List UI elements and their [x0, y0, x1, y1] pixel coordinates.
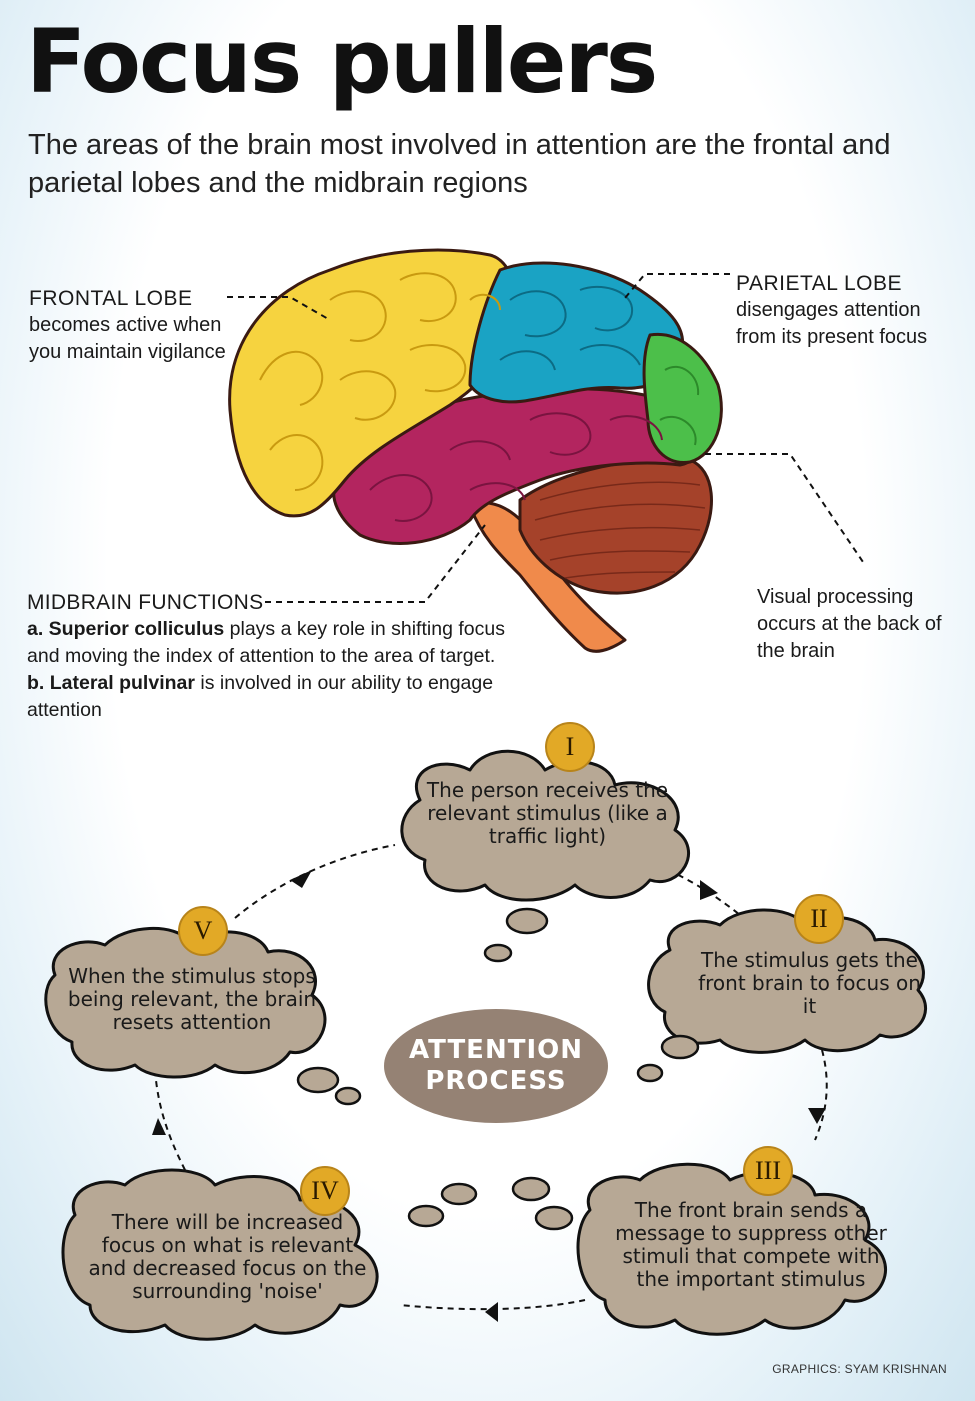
arrow-5-to-1	[234, 844, 396, 919]
parietal-lobe-label: PARIETAL LOBE disengages attention from …	[736, 270, 966, 351]
parietal-lobe-heading: PARIETAL LOBE	[736, 272, 902, 295]
cloud-step-5	[44, 926, 327, 1079]
page-subtitle: The areas of the brain most involved in …	[28, 129, 891, 199]
frontal-lobe-heading: FRONTAL LOBE	[29, 287, 193, 310]
bubble	[660, 1034, 700, 1060]
parietal-region	[468, 261, 685, 404]
leader-midbrain	[265, 524, 486, 603]
step-5-text: When the stimulus stops being relevant, …	[67, 964, 317, 1034]
attention-process-label: ATTENTION PROCESS	[384, 1012, 608, 1120]
step-2-numeral-badge: II	[794, 894, 844, 944]
step-1-text: The person receives the relevant stimulu…	[426, 778, 669, 848]
superior-colliculus-term: a. Superior colliculus	[27, 618, 225, 640]
cloud-step-1	[400, 749, 690, 902]
bubble	[636, 1063, 664, 1083]
bubble	[511, 1176, 551, 1202]
step-4-text: There will be increased focus on what is…	[88, 1210, 367, 1303]
lateral-pulvinar-term: b. Lateral pulvinar	[27, 672, 195, 694]
arrowhead-1	[700, 880, 718, 900]
graphics-credit: GRAPHICS: SYAM KRISHNAN	[772, 1362, 947, 1376]
arrowhead-2	[808, 1108, 826, 1124]
arrowheads	[152, 870, 826, 1322]
cloud-step-4	[61, 1168, 379, 1341]
bubble	[534, 1205, 574, 1231]
cloud-shapes	[44, 749, 927, 1341]
bubble	[296, 1066, 340, 1094]
thought-bubbles	[296, 907, 700, 1231]
bubble	[334, 1086, 362, 1106]
arrowhead-5	[290, 870, 312, 888]
center-ellipse	[384, 1009, 608, 1123]
step-4-numeral-badge: IV	[300, 1166, 350, 1216]
arrowhead-4	[152, 1118, 166, 1135]
step-3-numeral-badge: III	[743, 1146, 793, 1196]
step-5-numeral-badge: V	[178, 906, 228, 956]
step-1-numeral-badge: I	[545, 722, 595, 772]
center-label-line-2: PROCESS	[425, 1066, 567, 1096]
bubble	[407, 1204, 445, 1228]
page-title: Focus pullers	[26, 10, 658, 113]
midbrain-functions-label: MIDBRAIN FUNCTIONS a. Superior colliculu…	[27, 589, 527, 724]
frontal-lobe-description: becomes active when you maintain vigilan…	[29, 314, 226, 363]
occipital-region	[642, 332, 723, 464]
step-3-text: The front brain sends a message to suppr…	[615, 1198, 887, 1291]
parietal-lobe-description: disengages attention from its present fo…	[736, 299, 928, 348]
superior-colliculus-description: plays a key role in shifting focus and m…	[27, 618, 505, 667]
leader-frontal	[227, 296, 331, 321]
step-2-text: The stimulus gets the front brain to foc…	[698, 948, 921, 1018]
midbrain-heading: MIDBRAIN FUNCTIONS	[27, 591, 264, 614]
visual-processing-description: Visual processing occurs at the back of …	[757, 586, 942, 662]
leader-lines	[227, 273, 866, 603]
arrow-2-to-3	[814, 1049, 828, 1141]
bubble	[483, 943, 513, 963]
midbrain-item-b: b. Lateral pulvinar is involved in our a…	[27, 672, 493, 721]
lateral-pulvinar-description: is involved in our ability to engage att…	[27, 672, 494, 721]
midbrain-item-a: a. Superior colliculus plays a key role …	[27, 618, 505, 667]
brain-illustration	[228, 248, 723, 653]
visual-processing-label: Visual processing occurs at the back of …	[757, 584, 957, 665]
bubble	[505, 907, 549, 935]
center-label-line-1: ATTENTION	[409, 1035, 583, 1065]
arrow-4-to-5	[154, 1069, 186, 1171]
arrowhead-3	[485, 1302, 498, 1322]
bubble	[440, 1182, 478, 1206]
cloud-step-3	[576, 1162, 887, 1336]
frontal-lobe-label: FRONTAL LOBE becomes active when you mai…	[29, 285, 229, 366]
leader-visual	[705, 453, 866, 566]
